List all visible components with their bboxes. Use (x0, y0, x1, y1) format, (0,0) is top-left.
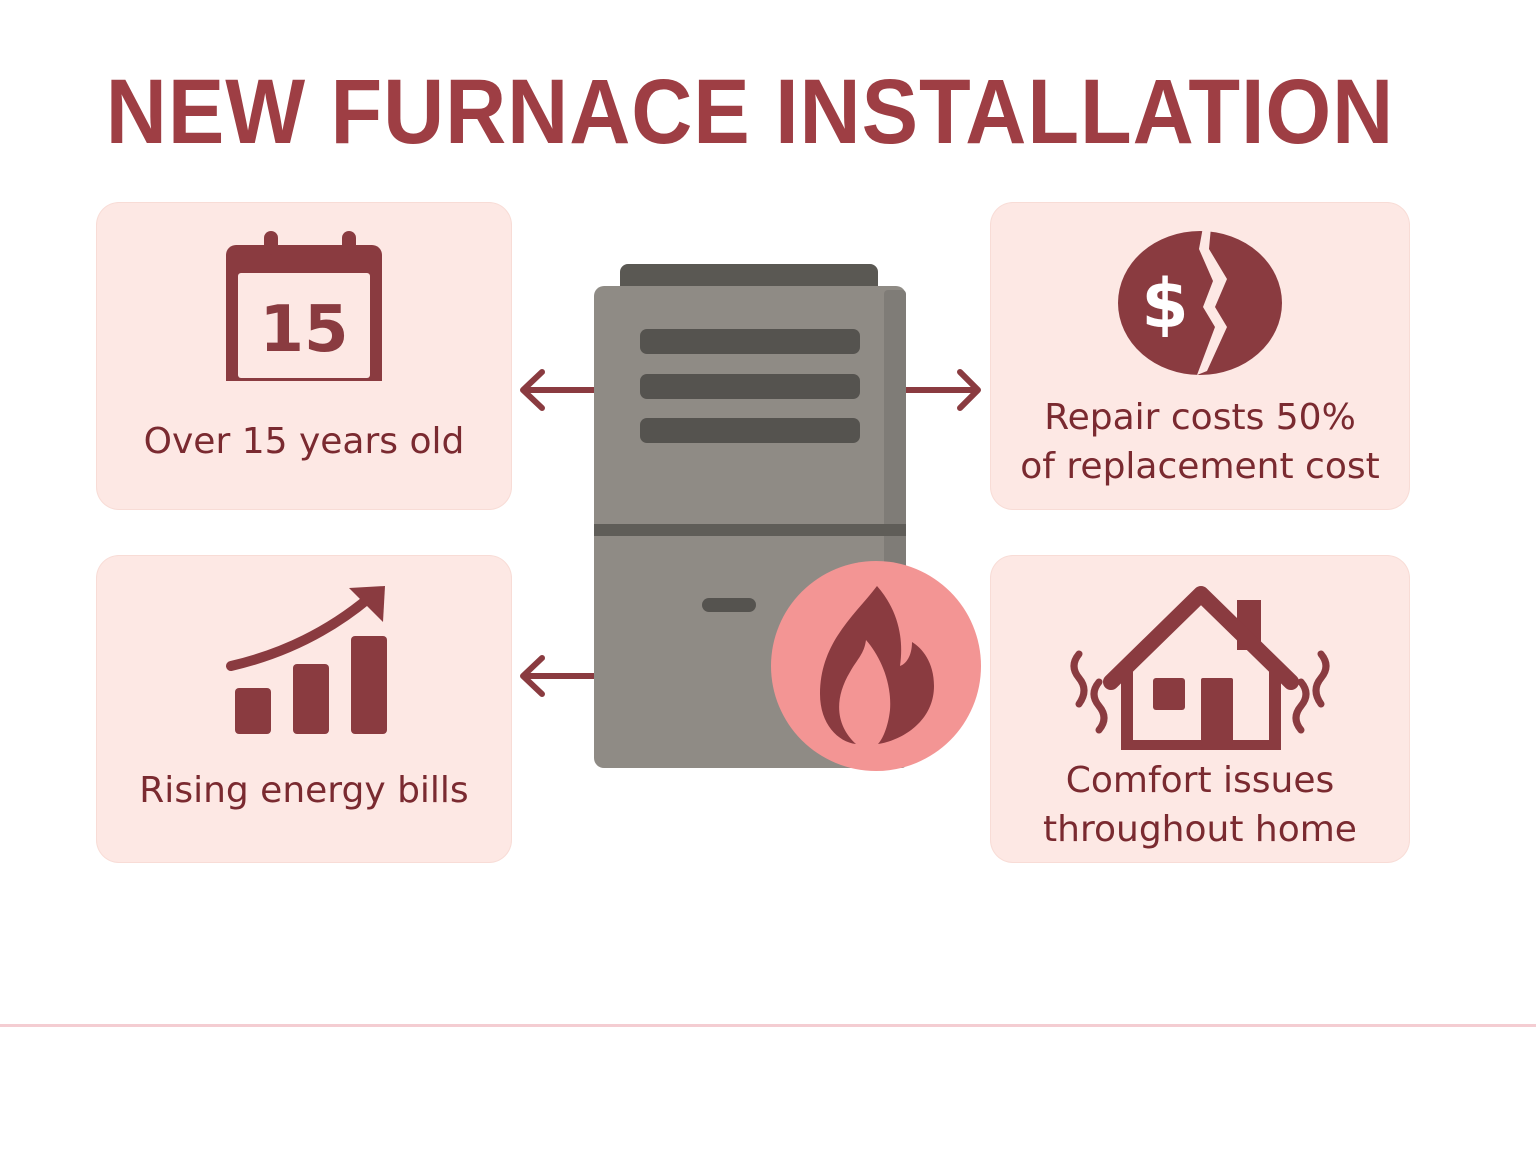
broken-coin-dollar-icon: $ (1118, 227, 1282, 375)
arrow-left-bottom-icon (520, 655, 594, 697)
arrow-left-top-icon (520, 369, 594, 411)
rising-bar-chart-icon (226, 586, 387, 734)
svg-text:15: 15 (259, 293, 348, 367)
card-label: Rising energy bills (139, 770, 469, 811)
arrow-right-top-icon (906, 369, 981, 411)
svg-text:$: $ (1141, 265, 1188, 344)
card-energy-bills: Rising energy bills (97, 556, 511, 862)
card-label: Repair costs 50% of replacement cost (1020, 397, 1380, 487)
card-comfort-issues: Comfort issues throughout home (991, 556, 1409, 862)
bottom-divider (0, 1024, 1536, 1027)
card-age: 15 Over 15 years old (97, 203, 511, 509)
calendar-icon: 15 (226, 231, 382, 381)
house-heat-waves-icon (1070, 586, 1330, 750)
furnace-icon (520, 264, 981, 771)
card-label: Over 15 years old (143, 421, 465, 462)
card-repair-cost: $ Repair costs 50% of replacement cost (991, 203, 1409, 509)
page-title: NEW FURNACE INSTALLATION (105, 61, 1395, 163)
card-label: Comfort issues throughout home (1043, 760, 1357, 850)
flame-icon (820, 586, 934, 744)
